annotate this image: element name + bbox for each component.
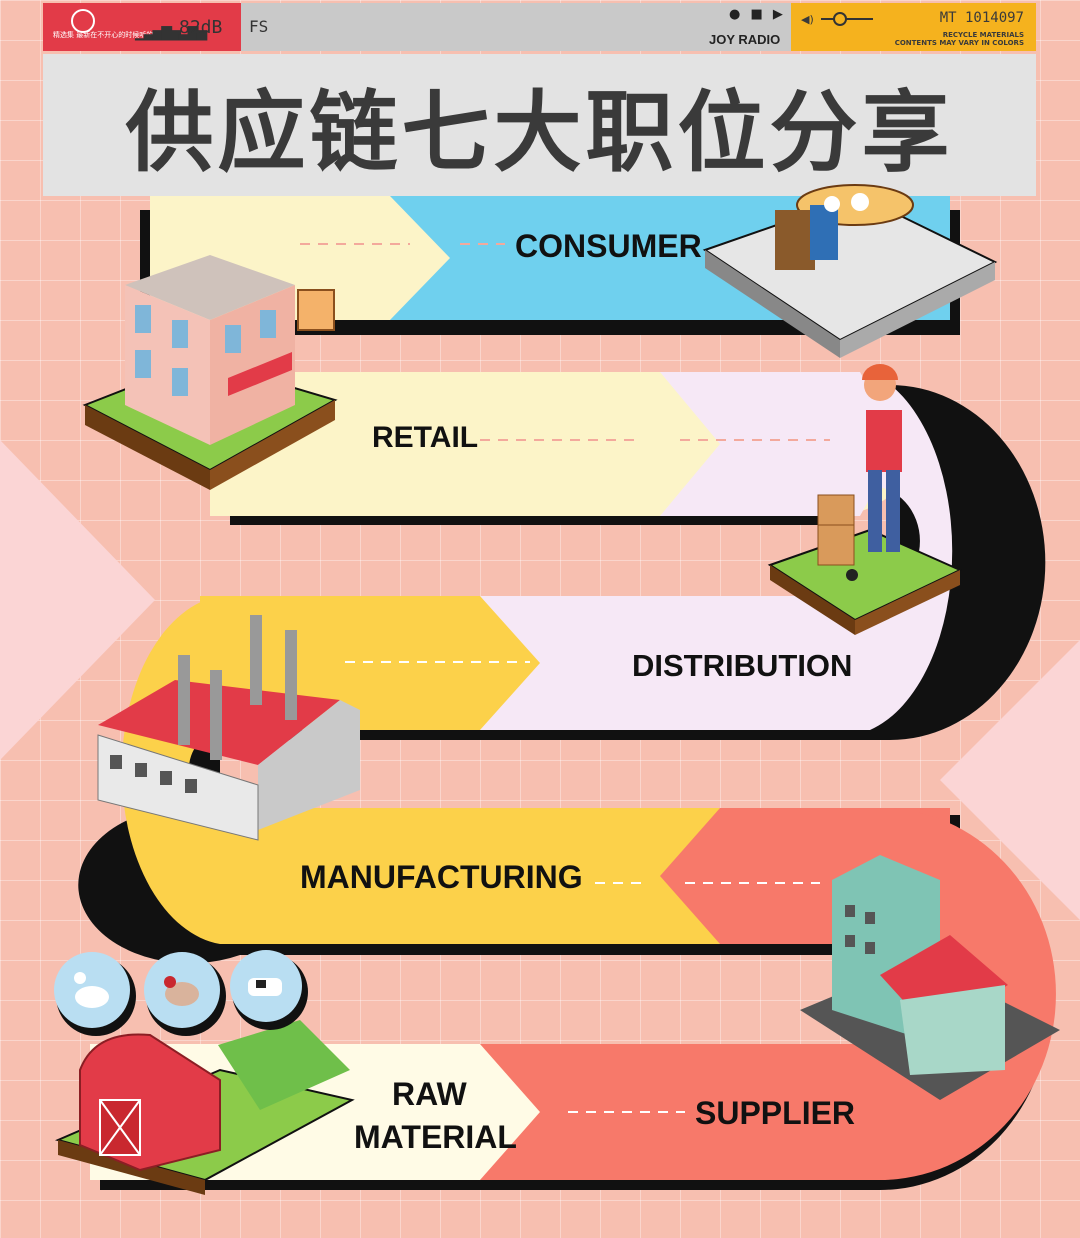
label-distribution: DISTRIBUTION	[632, 648, 852, 683]
smile-icon	[71, 9, 95, 33]
band-distribution: DISTRIBUTION	[200, 372, 953, 730]
volume-knob[interactable]	[833, 12, 847, 26]
radio-name: JOY RADIO	[709, 32, 781, 47]
factory-icon	[97, 615, 360, 841]
label-manufacturing: MANUFACTURING	[300, 859, 583, 895]
notice: RECYCLE MATERIALS CONTENTS MAY VARY IN C…	[895, 31, 1024, 47]
title-band: 供应链七大职位分享	[43, 54, 1036, 196]
notice-line-2: CONTENTS MAY VARY IN COLORS	[894, 39, 1024, 47]
label-retail: RETAIL	[372, 421, 478, 454]
label-raw-material-line2: MATERIAL	[354, 1119, 517, 1155]
label-supplier: SUPPLIER	[695, 1095, 855, 1131]
office-icon	[800, 855, 1060, 1100]
left-deco-triangle	[0, 440, 155, 760]
top-bar: 精选集 最新在不开心的时候听的歌 ▁▃▅▇▅▃▇▅ 82dB FS ● ■ ▶ …	[43, 3, 1036, 51]
page-title: 供应链七大职位分享	[125, 80, 954, 184]
animals	[54, 950, 308, 1036]
right-deco-triangle	[940, 640, 1080, 920]
bars-icon: ▁▃▅▇▅▃▇▅	[135, 25, 207, 41]
tagline: 精选集 最新在不开心的时候听的歌	[53, 31, 161, 39]
label-raw-material-line1: RAW	[392, 1076, 467, 1112]
player-controls[interactable]: ● ■ ▶	[729, 7, 786, 22]
band-retail: RETAIL	[210, 372, 916, 516]
barn-icon	[54, 1020, 355, 1195]
decibel-readout: 82dB	[179, 17, 223, 38]
notice-line-1: RECYCLE MATERIALS	[942, 31, 1024, 39]
brand-panel: 精选集 最新在不开心的时候听的歌 ▁▃▅▇▅▃▇▅ 82dB	[43, 3, 241, 51]
player-panel: FS ● ■ ▶ JOY RADIO	[241, 3, 791, 51]
courier-icon	[767, 364, 963, 635]
volume-slider[interactable]	[821, 18, 873, 20]
info-panel: ◀) MT 1014097 RECYCLE MATERIALS CONTENTS…	[791, 3, 1036, 51]
building-icon	[82, 255, 338, 490]
catalog-code: MT 1014097	[939, 10, 1024, 26]
fs-logo: FS	[249, 17, 269, 36]
label-consumer: CONSUMER	[515, 228, 702, 264]
volume-icon: ◀)	[801, 13, 814, 26]
cafe-icon	[702, 184, 998, 358]
